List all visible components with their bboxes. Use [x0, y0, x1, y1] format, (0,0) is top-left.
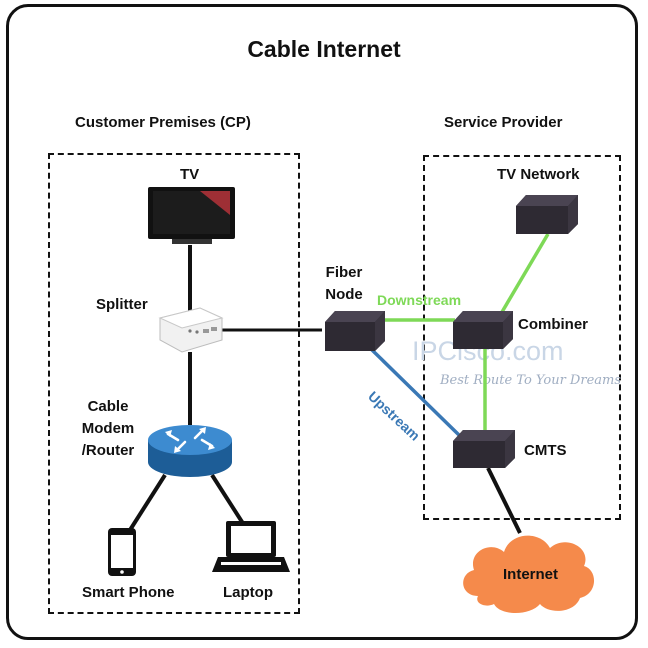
internet-label: Internet — [503, 566, 559, 583]
service-provider-label: Service Provider — [444, 114, 563, 131]
combiner-box — [453, 311, 513, 349]
smartphone-label: Smart Phone — [82, 584, 175, 601]
modem-label-line2: Modem — [81, 420, 135, 437]
modem-laptop-link — [210, 473, 246, 527]
cmts-label: CMTS — [524, 442, 567, 459]
downstream-label: Downstream — [377, 292, 462, 308]
service-provider-box — [423, 155, 621, 520]
fiber-node-label-line1: Fiber — [325, 264, 363, 281]
tvnetwork-combiner-link — [500, 233, 550, 313]
splitter-label: Splitter — [96, 296, 148, 313]
laptop-label: Laptop — [223, 584, 273, 601]
modem-label-line3: /Router — [81, 442, 135, 459]
fiber-node-box — [325, 311, 385, 351]
diagram-frame — [6, 4, 638, 640]
tv-label: TV — [180, 166, 200, 183]
router-icon — [148, 425, 232, 477]
modem-phone-link — [128, 473, 167, 532]
internet-cloud — [463, 535, 595, 613]
customer-premises-label: Customer Premises (CP) — [75, 114, 251, 131]
cmts-internet-link — [486, 467, 522, 534]
upstream-link — [368, 346, 462, 438]
tv-network-label: TV Network — [497, 166, 580, 183]
smartphone-icon — [108, 528, 136, 576]
tv-icon — [148, 187, 235, 244]
page-title: Cable Internet — [247, 36, 401, 62]
customer-premises-box — [48, 153, 300, 614]
cmts-box — [453, 430, 515, 468]
tv-network-box — [516, 195, 578, 234]
fiber-node-label-line2: Node — [325, 286, 363, 303]
splitter-icon — [158, 307, 224, 353]
laptop-icon — [212, 521, 290, 572]
combiner-label: Combiner — [518, 316, 589, 333]
modem-label-line1: Cable — [87, 398, 129, 415]
